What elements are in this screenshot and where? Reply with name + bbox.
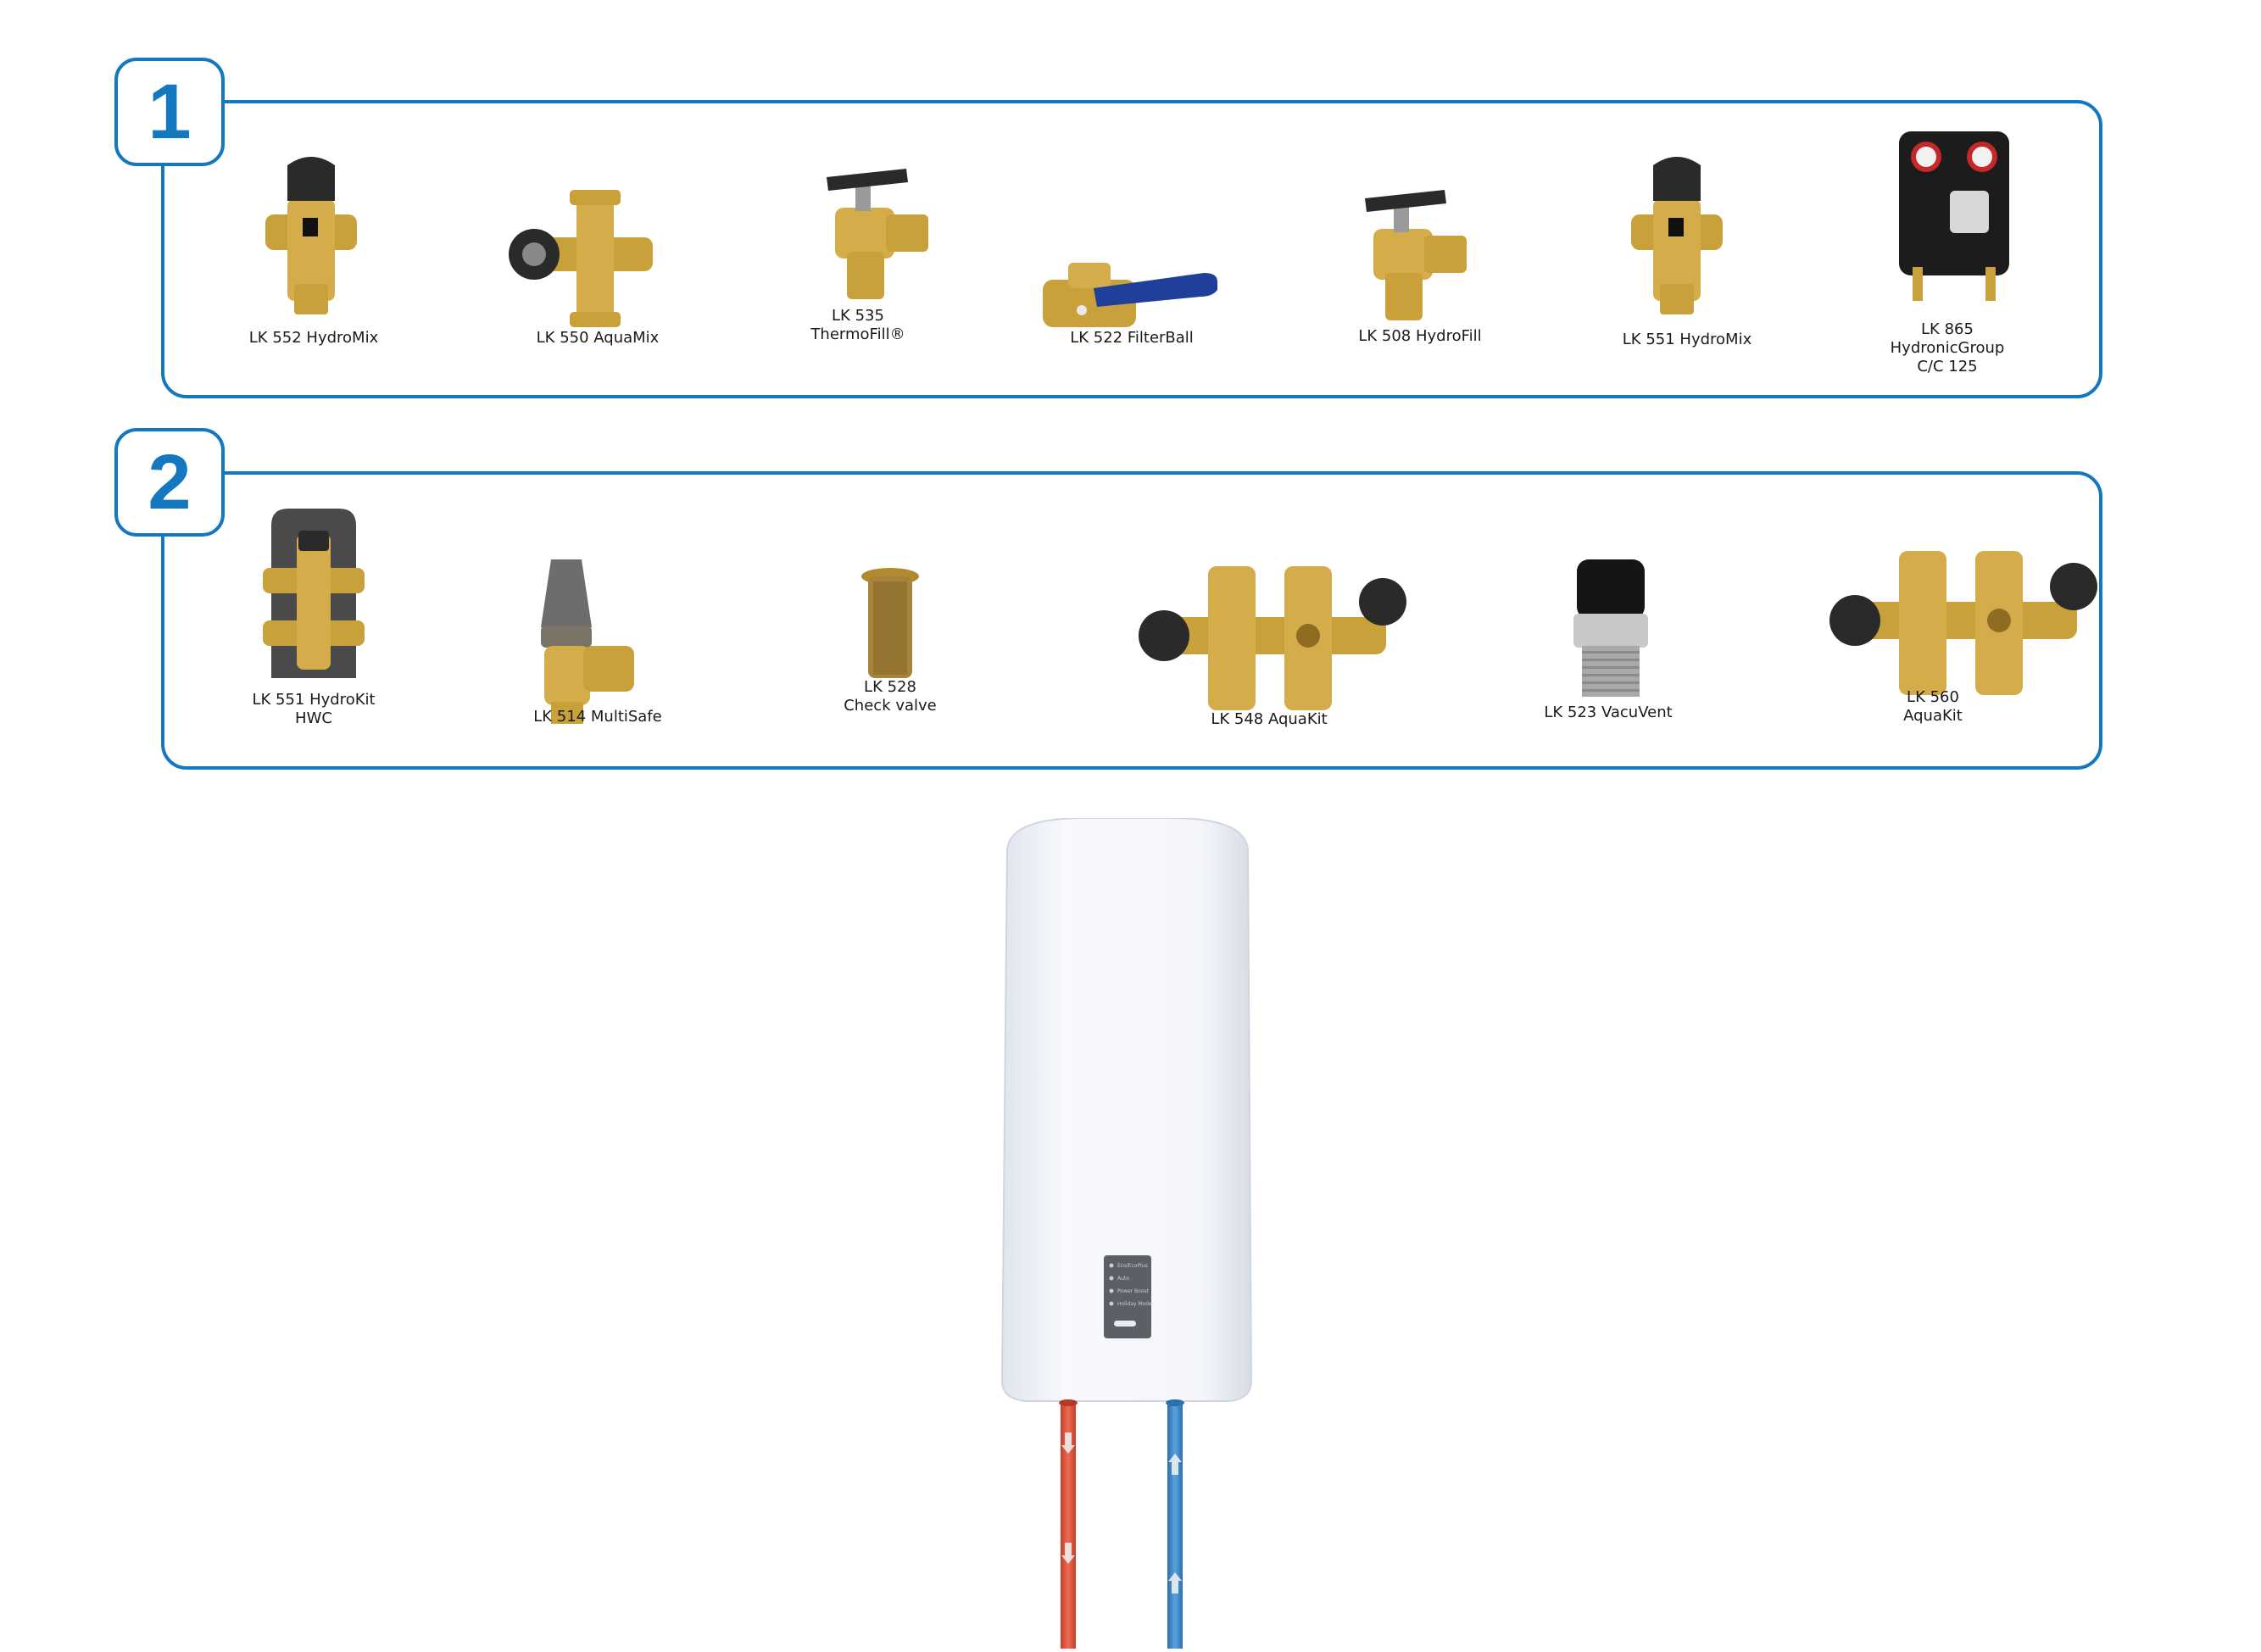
product-image — [509, 178, 678, 339]
water-heater-icon: Eco/EcoPlus Auto Power Boost Holiday Mod… — [1000, 817, 1253, 1649]
heater-control-panel — [1104, 1255, 1151, 1338]
vacuum-vent-icon — [1573, 559, 1648, 697]
product-label-line: AquaKit — [1903, 707, 1963, 725]
product-label-line: LK 548 AquaKit — [1211, 710, 1328, 728]
product-label-line: HWC — [295, 709, 332, 727]
product-label-line: LK 551 HydroKit — [252, 691, 376, 709]
product-label-line: LK 865 — [1921, 320, 1974, 338]
heater-panel-indicators — [1109, 1263, 1136, 1327]
product-label: LK 508 HydroFill — [1358, 327, 1481, 346]
product-label-line: LK 514 MultiSafe — [533, 708, 662, 726]
heater-panel-label-2: Auto — [1117, 1276, 1129, 1282]
group-1-number-badge: 1 — [114, 58, 225, 166]
heater-panel-label-1: Eco/EcoPlus — [1117, 1263, 1148, 1269]
product-label-line: ThermoFill® — [810, 325, 905, 343]
product-label-line: LK 508 HydroFill — [1358, 327, 1482, 345]
product-label-line: LK 523 VacuVent — [1544, 704, 1673, 721]
product-image — [856, 568, 924, 682]
product-label: LK 548 AquaKit — [1211, 710, 1327, 729]
aqua-kit-icon — [1829, 551, 2097, 695]
product-image — [1829, 542, 2097, 695]
heater-panel-label-4: Holiday Mode — [1117, 1301, 1152, 1307]
product-image — [253, 148, 372, 326]
product-label-line: LK 550 AquaMix — [536, 329, 660, 347]
product-image — [1560, 559, 1662, 704]
product-label-line: LK 551 HydroMix — [1622, 331, 1752, 348]
product-label: LK 550 AquaMix — [537, 329, 660, 348]
thermostatic-mixing-valve-icon — [265, 157, 357, 314]
heater-body — [1000, 817, 1253, 1402]
product-image — [526, 551, 653, 724]
aqua-kit-icon — [1139, 566, 1406, 710]
heater-panel-label-3: Power Boost — [1117, 1288, 1150, 1294]
product-label-line: Check valve — [844, 697, 937, 715]
cold-water-pipe — [1167, 1403, 1183, 1649]
product-image — [1139, 558, 1406, 719]
ball-valve-icon — [1043, 263, 1217, 327]
hot-water-pipe — [1061, 1403, 1076, 1649]
product-label: LK 523 VacuVent — [1544, 704, 1672, 722]
check-valve-icon — [861, 568, 919, 678]
product-image — [1619, 148, 1755, 326]
fill-valve-icon — [827, 169, 928, 299]
product-image — [1891, 131, 2018, 309]
product-label: LK 514 MultiSafe — [533, 708, 662, 726]
product-label: LK 551 HydroMix — [1623, 331, 1751, 349]
mixing-valve-icon — [509, 190, 653, 327]
product-label-line: HydronicGroup — [1890, 339, 2005, 357]
product-label: LK 552 HydroMix — [249, 329, 378, 348]
product-image — [801, 157, 928, 309]
group-2-number-badge: 2 — [114, 428, 225, 537]
product-label: LK 522 FilterBall — [1070, 329, 1194, 348]
product-label-line: LK 560 — [1907, 688, 1959, 706]
fill-valve-icon — [1365, 190, 1467, 320]
product-group-2-frame — [161, 471, 2102, 770]
pump-group-icon — [1899, 131, 2009, 301]
product-group-1-frame — [161, 100, 2102, 398]
water-heater: Eco/EcoPlus Auto Power Boost Holiday Mod… — [992, 817, 1280, 1652]
product-label-line: LK 552 HydroMix — [248, 329, 379, 347]
hydro-kit-icon — [263, 509, 365, 678]
product-image — [1034, 229, 1229, 327]
product-image — [1339, 178, 1509, 331]
product-label-line: LK 528 — [864, 678, 916, 696]
product-label-line: C/C 125 — [1917, 358, 1978, 375]
safety-valve-icon — [541, 559, 634, 724]
product-label-line: LK 535 — [832, 307, 884, 325]
product-image — [254, 509, 373, 687]
flow-arrows — [1061, 1432, 1182, 1594]
product-label-line: LK 522 FilterBall — [1070, 329, 1194, 347]
thermostatic-mixing-valve-icon — [1631, 157, 1723, 314]
